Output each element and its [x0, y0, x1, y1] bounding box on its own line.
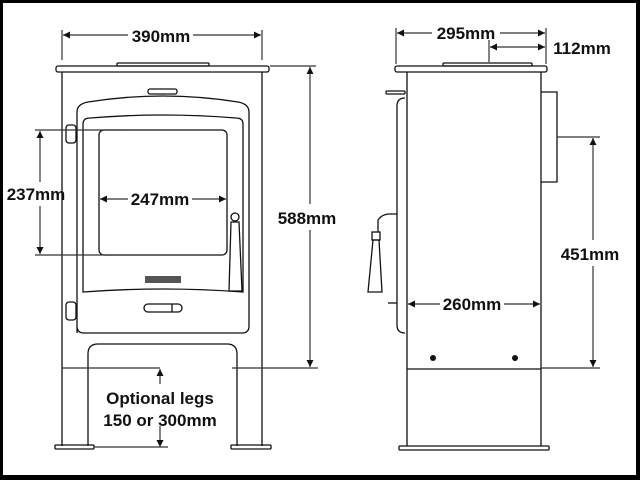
front-view: 390mm 237mm 247mm 588mm Optional legs 15… — [7, 27, 337, 450]
leg-arch — [87, 343, 238, 446]
flue-offset-label: 112mm — [553, 39, 611, 58]
side-view: 295mm 112mm 451mm 260mm — [367, 24, 620, 451]
bottom-hinge — [65, 301, 77, 321]
door-latch — [385, 90, 406, 95]
glass-width-label: 247mm — [131, 190, 190, 209]
legs-label-line2: 150 or 300mm — [103, 411, 216, 430]
legs-label-line1: Optional legs — [106, 389, 214, 408]
top-hinge — [65, 124, 77, 144]
door-handle-knob — [230, 212, 240, 222]
top-lid — [116, 62, 210, 67]
body-depth-label: 260mm — [443, 295, 502, 314]
side-top-lid — [442, 62, 533, 67]
front-width-label: 390mm — [132, 27, 191, 46]
door-glass — [98, 129, 228, 256]
door-inner-frame — [82, 114, 244, 293]
side-door — [396, 97, 406, 334]
air-control-slider — [143, 303, 183, 313]
rivet — [512, 355, 518, 361]
door-outer — [76, 95, 250, 334]
door-top-grip — [147, 88, 178, 95]
door-handle — [228, 221, 243, 292]
side-base-plate — [398, 445, 550, 451]
flue-height-label: 451mm — [561, 245, 620, 264]
right-foot — [230, 444, 272, 450]
side-body — [406, 72, 542, 446]
rivet — [430, 355, 436, 361]
side-depth-label: 295mm — [437, 24, 496, 43]
overall-height-label: 588mm — [278, 209, 337, 228]
body-sides — [61, 72, 263, 446]
logo-plate — [145, 276, 181, 283]
canvas-background — [3, 3, 636, 475]
side-handle-arm — [377, 213, 397, 232]
glass-height-label: 237mm — [7, 185, 66, 204]
